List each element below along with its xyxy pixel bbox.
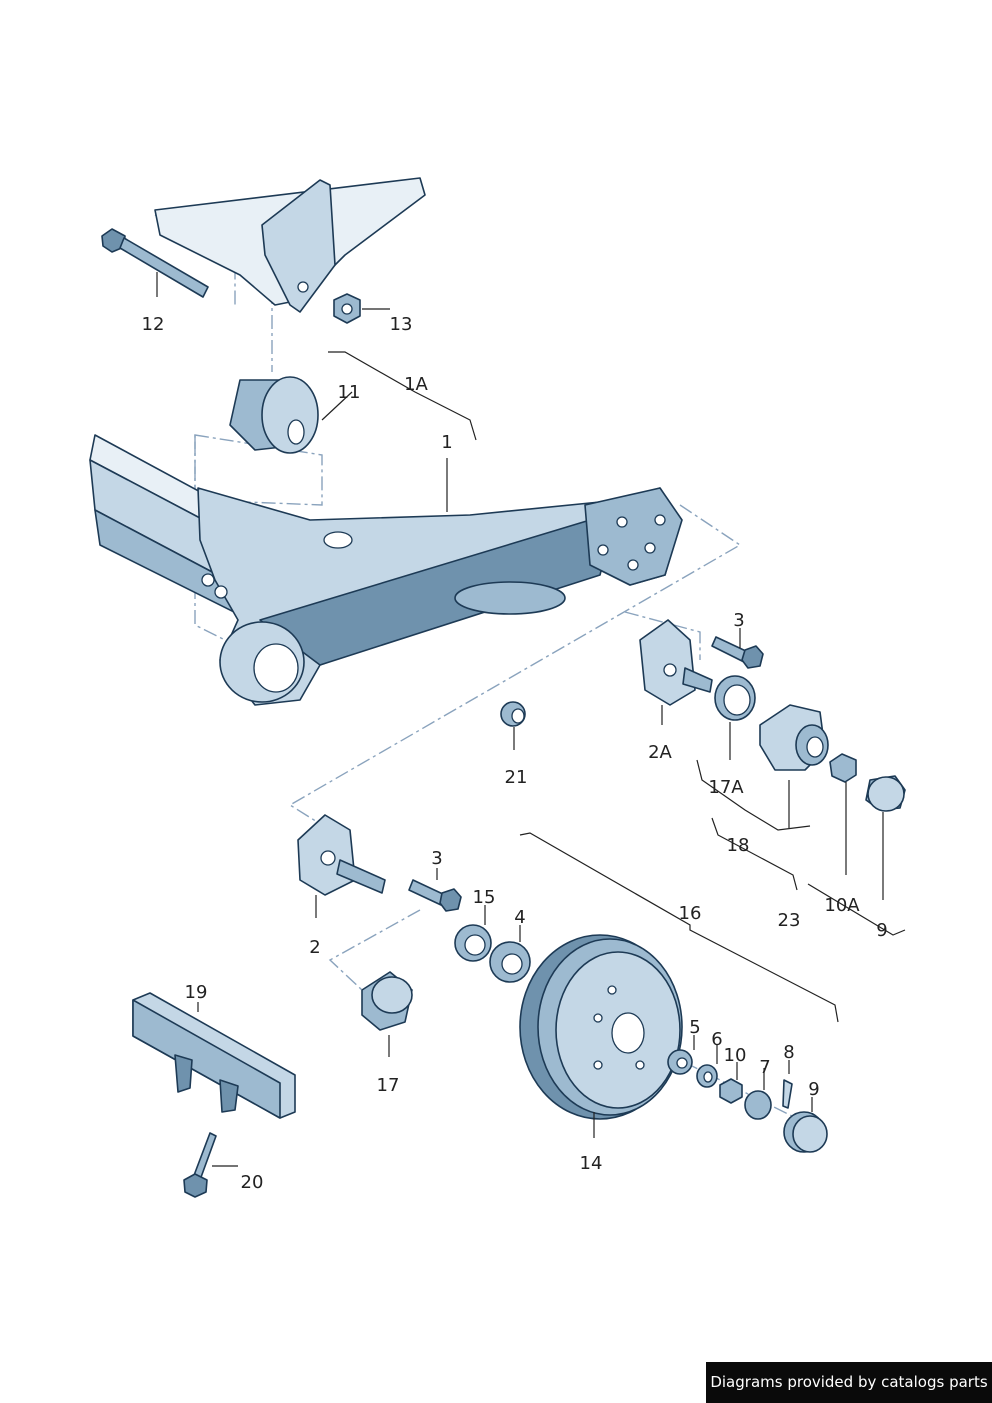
label-6: 6 <box>711 1029 722 1050</box>
label-4: 4 <box>514 907 525 928</box>
label-18: 18 <box>727 835 750 856</box>
bearing-5 <box>667 1049 693 1075</box>
label-1A: 1A <box>404 374 428 395</box>
nut-10A <box>829 753 857 783</box>
bushing-11 <box>229 376 319 454</box>
label-19: 19 <box>185 982 208 1003</box>
label-15: 15 <box>473 887 496 908</box>
washer-6 <box>696 1064 718 1088</box>
label-16: 16 <box>679 903 702 924</box>
credit-banner: Diagrams provided by catalogs parts <box>706 1362 992 1403</box>
rear-axle-beam-1 <box>89 434 683 706</box>
label-2: 2 <box>309 937 320 958</box>
label-9-lower: 9 <box>808 1079 819 1100</box>
bushing-21 <box>500 701 526 727</box>
lock-cap-7 <box>744 1090 772 1120</box>
buffer-19 <box>132 992 296 1119</box>
sleeve-17 <box>361 971 413 1031</box>
callout-labels: 12 13 11 1A 1 3 2A 17A 21 18 10A 23 9 3 … <box>142 314 888 1193</box>
label-3-lower: 3 <box>431 848 442 869</box>
label-14: 14 <box>580 1153 603 1174</box>
label-8: 8 <box>783 1042 794 1063</box>
leader-lines <box>156 272 906 1167</box>
screw-20 <box>183 1132 217 1198</box>
label-11: 11 <box>338 382 361 403</box>
label-7: 7 <box>759 1057 770 1078</box>
stub-axle-2A <box>639 619 713 706</box>
bolt-12 <box>101 228 209 298</box>
body-bracket <box>154 177 426 313</box>
label-1: 1 <box>441 432 452 453</box>
label-5: 5 <box>689 1017 700 1038</box>
label-17: 17 <box>377 1075 400 1096</box>
abs-ring-17A <box>714 675 756 721</box>
cotter-pin-8 <box>782 1079 793 1109</box>
nut-13 <box>333 293 361 324</box>
bolt-3-lower <box>408 879 462 912</box>
label-21: 21 <box>505 767 528 788</box>
label-12: 12 <box>142 314 165 335</box>
stub-axle-2 <box>297 814 386 896</box>
label-23: 23 <box>778 910 801 931</box>
label-13: 13 <box>390 314 413 335</box>
grease-cap-9-lower <box>783 1111 828 1153</box>
wheel-hub-18 <box>759 704 829 771</box>
label-9-upper: 9 <box>876 920 887 941</box>
label-17A: 17A <box>708 777 744 798</box>
bearing-4 <box>489 941 531 983</box>
label-10A: 10A <box>824 895 860 916</box>
label-2A: 2A <box>648 742 672 763</box>
label-3-upper: 3 <box>733 610 744 631</box>
brake-drum-14 <box>519 934 683 1120</box>
bolt-3-upper <box>711 636 764 669</box>
nut-10 <box>719 1078 743 1104</box>
seal-15 <box>454 924 492 962</box>
label-10: 10 <box>724 1045 747 1066</box>
label-20: 20 <box>241 1172 264 1193</box>
grease-cap-9-upper <box>865 775 906 812</box>
